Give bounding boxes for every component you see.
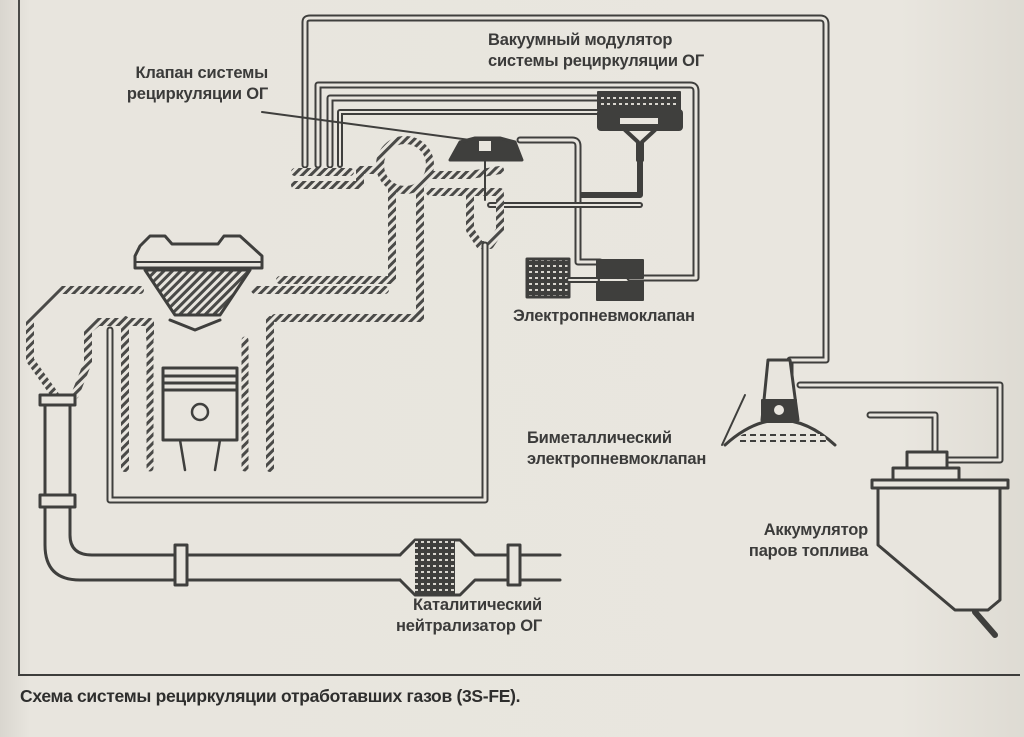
bimetal-vsv-label-line2: электропневмоклапан: [527, 450, 707, 468]
bimetal-vsv: [723, 358, 1004, 464]
vacuum-modulator-label-line1: Вакуумный модулятор: [488, 31, 673, 49]
vsv-label-line1: Электропневмоклапан: [513, 307, 695, 325]
exhaust-pipe: [38, 393, 562, 597]
bimetal-vsv-label-line1: Биметаллический: [527, 429, 672, 447]
catalytic-label: Каталитический нейтрализатор ОГ: [340, 595, 542, 637]
vsv-valve: [525, 257, 644, 301]
egr-valve-label-line1: Клапан системы: [135, 64, 269, 82]
bimetal-leader: [721, 394, 746, 446]
canister-label: Аккумулятор паров топлива: [690, 520, 868, 562]
vacuum-hose-egr: [487, 136, 643, 266]
piston: [161, 366, 239, 472]
catalytic-converter: [415, 540, 455, 595]
vacuum-hose-modulator: [314, 81, 700, 282]
egr-valve-label: Клапан системы рециркуляции ОГ: [78, 63, 268, 105]
vacuum-modulator: [597, 91, 683, 162]
figure-frame: [18, 0, 1020, 676]
canister-label-line2: паров топлива: [748, 542, 868, 560]
fuel-vapor-canister: [866, 411, 1010, 638]
egr-valve-label-line2: рециркуляции ОГ: [126, 85, 268, 103]
vacuum-modulator-label: Вакуумный модулятор системы рециркуляции…: [488, 30, 704, 72]
catalytic-label-line2: нейтрализатор ОГ: [395, 617, 542, 635]
vsv-label: Электропневмоклапан: [513, 306, 695, 327]
egr-valve-leader: [261, 111, 471, 141]
bimetal-vsv-label: Биметаллический электропневмоклапан: [527, 428, 706, 470]
egr-valve: [106, 136, 524, 504]
vacuum-hose-outer: [301, 14, 830, 404]
engine-cylinder-head: [26, 234, 389, 472]
vacuum-modulator-label-line2: системы рециркуляции ОГ: [488, 52, 704, 70]
intake-manifold: [271, 136, 504, 322]
canister-label-line1: Аккумулятор: [763, 521, 868, 539]
figure-caption: Схема системы рециркуляции отработавших …: [20, 686, 521, 706]
catalytic-label-line1: Каталитический: [412, 596, 542, 614]
